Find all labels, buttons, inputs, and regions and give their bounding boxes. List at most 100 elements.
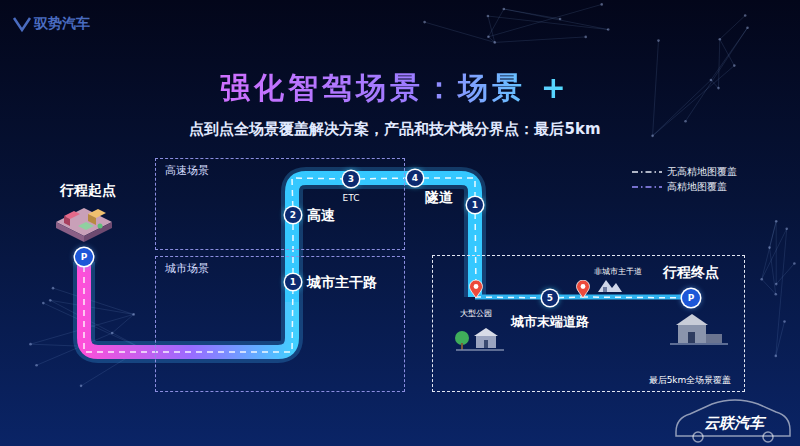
network-line — [495, 37, 586, 43]
network-line — [488, 16, 495, 42]
network-line — [720, 15, 745, 39]
route-point: 5城市末端道路 — [542, 290, 558, 306]
network-dot — [42, 302, 45, 305]
node-label: 非城市主干道 — [594, 267, 642, 276]
network-line — [770, 248, 776, 295]
route-connector — [292, 223, 294, 274]
pin-shape — [576, 280, 590, 298]
network-dot — [600, 3, 603, 6]
network-line — [770, 221, 777, 247]
node-label: 高速场景 — [165, 165, 209, 178]
network-dot — [111, 332, 114, 335]
route-connector — [582, 296, 682, 298]
network-line — [718, 39, 719, 88]
city-illustration — [56, 208, 112, 242]
node-label: 城市场景 — [165, 263, 209, 276]
location-pin: 非城市主干道 — [576, 280, 590, 298]
callout-number: 4 — [412, 173, 418, 183]
network-dot — [774, 355, 777, 358]
subtitle: 点到点全场景覆盖解决方案，产品和技术栈分界点：最后5km — [189, 120, 600, 139]
logo-text: 驭势汽车 — [34, 15, 90, 33]
route-point: 3ETC — [343, 171, 359, 187]
callout-number: P — [81, 252, 88, 262]
network-dot — [49, 299, 52, 302]
scene-region: 最后5km全场景覆盖大型公园5城市末端道路非城市主干道行程终点P — [432, 255, 745, 392]
road-body — [292, 178, 475, 302]
network-dot — [746, 26, 749, 29]
watermark-wheel — [763, 432, 773, 442]
watermark-wheel — [693, 432, 703, 442]
network-dot — [35, 364, 38, 367]
route-point: 4隧道 — [407, 170, 423, 186]
network-dot — [768, 246, 771, 249]
legend-line — [632, 186, 662, 188]
route-connector — [475, 296, 542, 298]
network-dot — [684, 120, 687, 123]
route-point: 1城市主干路 — [285, 274, 301, 290]
network-line — [653, 80, 711, 136]
network-dot — [775, 283, 778, 286]
network-line — [762, 221, 776, 279]
route-connector — [84, 266, 293, 352]
route-connector — [558, 296, 582, 298]
network-line — [762, 229, 787, 279]
house-illustration — [670, 314, 728, 344]
node-label: 城市主干路 — [307, 274, 377, 290]
parking-point: 行程终点P — [682, 289, 700, 307]
network-dot — [657, 39, 660, 42]
network-dot — [503, 8, 506, 11]
network-dot — [718, 38, 721, 41]
legend-text: 无高精地图覆盖 — [667, 165, 737, 179]
node-label: 高速 — [307, 207, 335, 223]
network-line — [776, 263, 794, 284]
watermark: 云联汽车 — [704, 414, 764, 433]
route-point: 1 — [467, 197, 483, 213]
route-connector — [474, 213, 476, 280]
pin-shape — [469, 280, 483, 298]
node-label: 大型公园 — [460, 309, 492, 318]
network-dot — [52, 287, 55, 290]
parking-point: 行程起点P — [75, 248, 93, 266]
network-line — [720, 39, 735, 65]
scene-region: 高速场景2高速3ETC — [155, 158, 405, 250]
network-dot — [607, 28, 610, 31]
node-label: ETC — [343, 193, 360, 203]
network-dot — [80, 385, 83, 388]
network-dot — [733, 64, 736, 67]
location-pin: 大型公园 — [469, 280, 483, 298]
network-line — [488, 16, 608, 30]
network-dot — [423, 21, 426, 24]
network-dot — [584, 36, 587, 39]
network-dot — [132, 313, 135, 316]
network-dot — [487, 36, 490, 39]
network-line — [711, 28, 748, 80]
legend-line — [632, 171, 662, 173]
network-dot — [783, 320, 786, 323]
network-dot — [774, 293, 777, 296]
park-illustration — [455, 328, 504, 350]
node-label: 行程起点 — [60, 182, 116, 198]
callout-number: 1 — [290, 277, 296, 287]
node-label: 城市末端道路 — [511, 315, 589, 330]
route-connector — [359, 177, 407, 179]
road-body — [84, 262, 292, 352]
scene-region: 城市场景1城市主干路 — [155, 256, 405, 392]
network-dot — [793, 262, 796, 265]
building-icon — [598, 280, 622, 292]
logo-mark — [14, 18, 30, 30]
callout-number: 5 — [547, 293, 553, 303]
watermark-car — [676, 400, 790, 436]
node-label: 最后5km全场景覆盖 — [649, 375, 732, 385]
network-line — [488, 9, 503, 37]
network-dot — [785, 227, 788, 230]
network-line — [653, 41, 659, 136]
network-dot — [651, 135, 654, 138]
title: 强化智驾场景：场景 + — [220, 68, 570, 109]
network-dot — [760, 278, 763, 281]
network-line — [686, 28, 748, 121]
callout-number: 3 — [348, 174, 354, 184]
node-label: 隧道 — [425, 189, 453, 205]
legend-text: 高精地图覆盖 — [667, 180, 727, 194]
route-connector — [292, 178, 343, 207]
network-line — [653, 66, 735, 136]
